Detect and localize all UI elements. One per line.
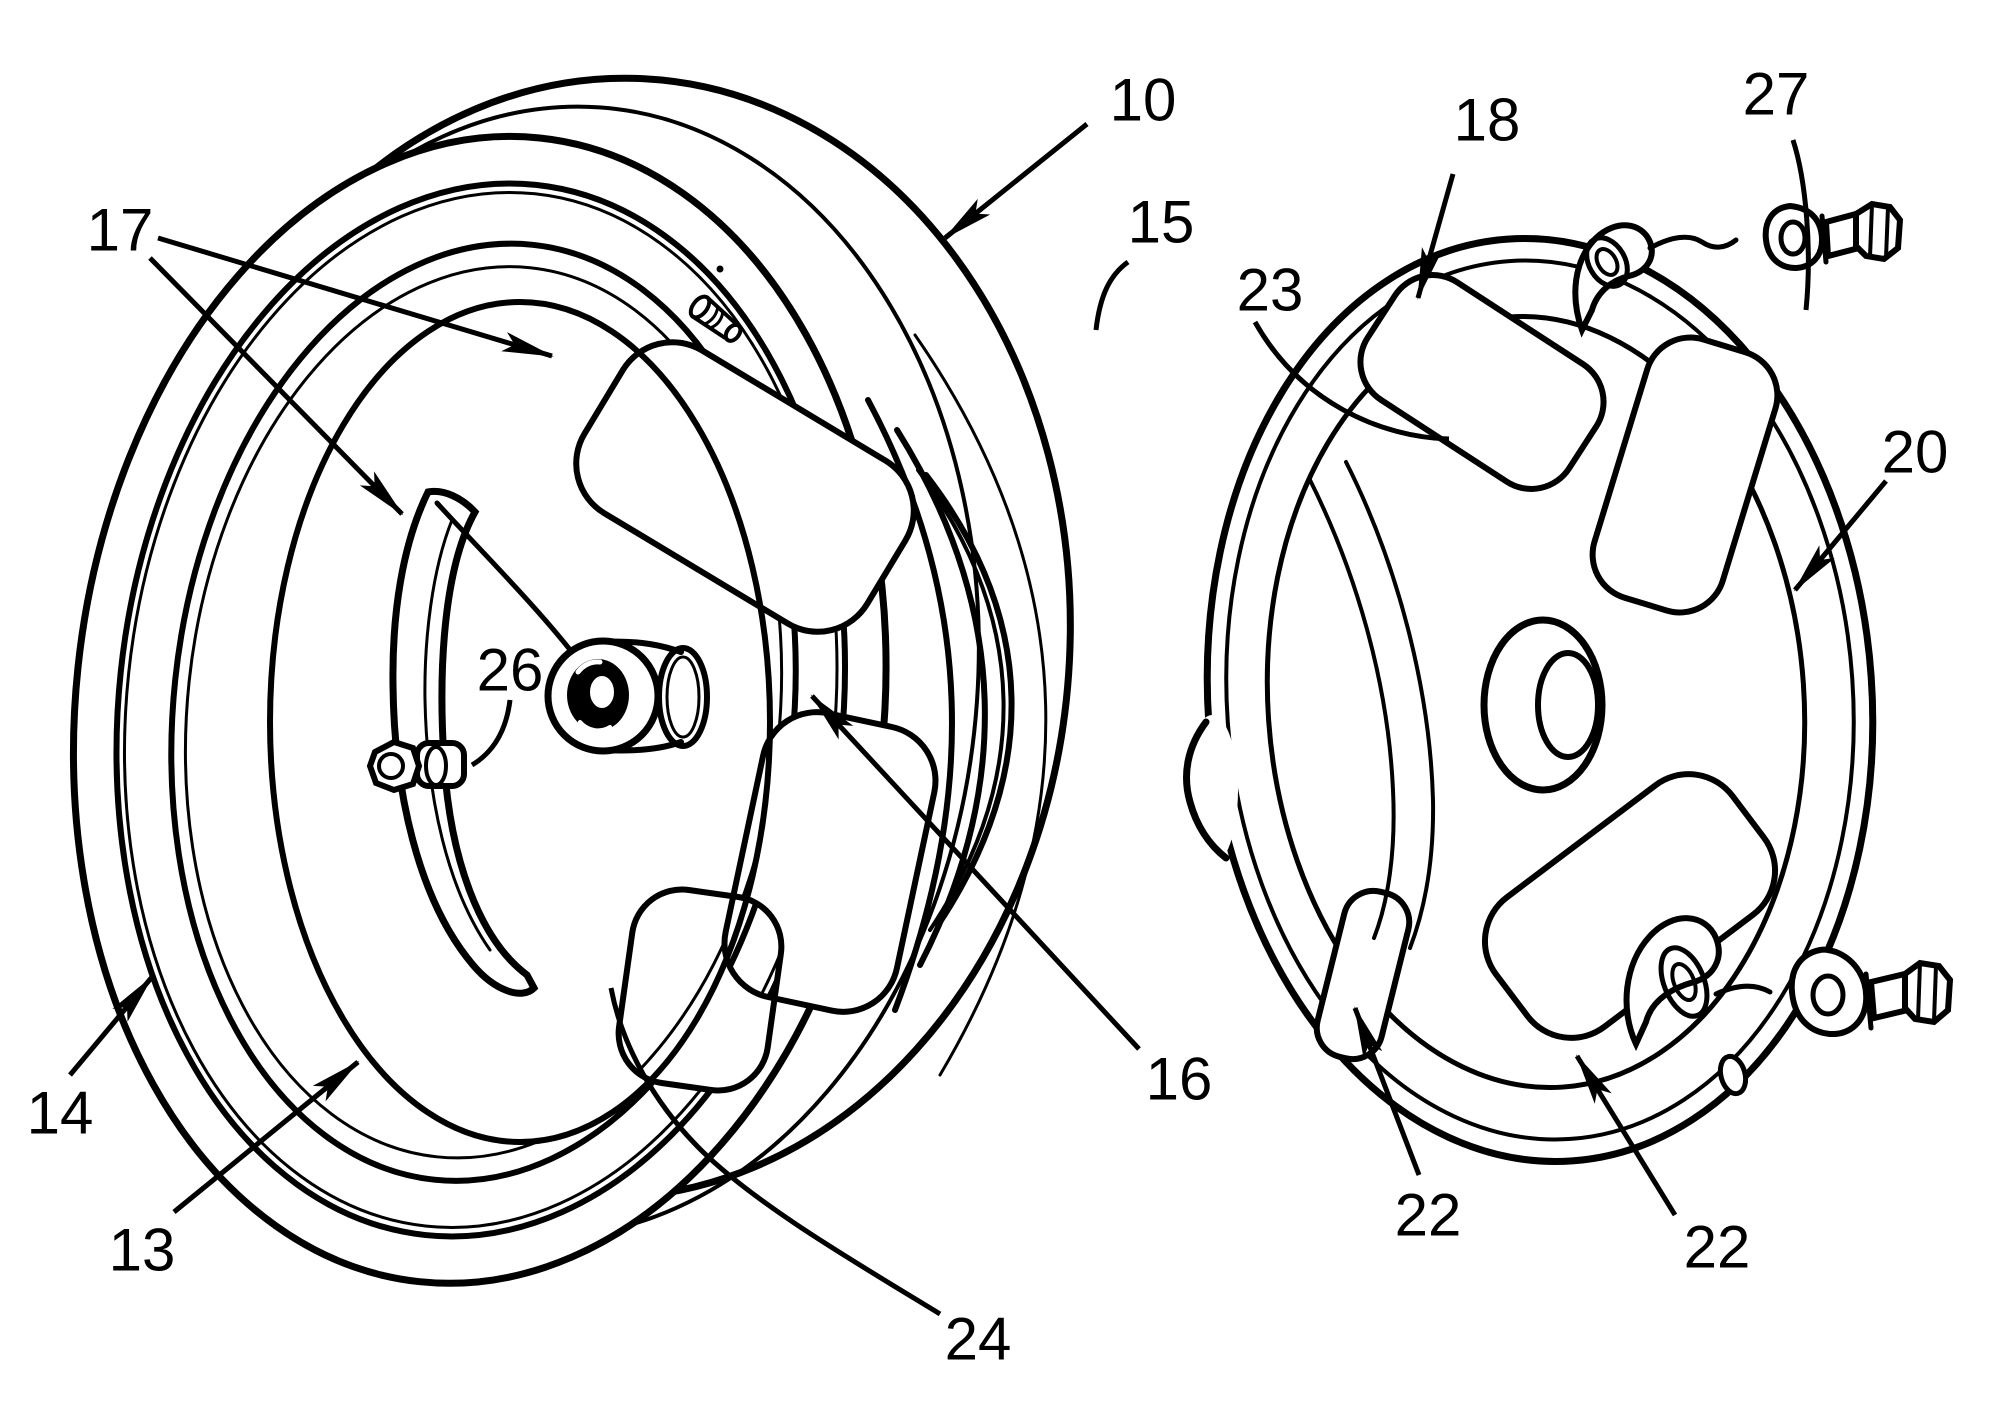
cover-bolt-top — [1762, 200, 1904, 272]
bearing-highlight-top — [575, 659, 603, 675]
callout-17-2: 17 — [87, 197, 154, 264]
callout-16-6: 16 — [1146, 1046, 1213, 1113]
leader-arrow-22-0 — [1574, 1054, 1678, 1217]
axle-bolt-face — [377, 752, 405, 780]
clip-link-bottom — [1713, 983, 1773, 997]
cover-spoke-crease-1 — [1308, 478, 1396, 940]
cover-spoke-crease-2 — [1344, 460, 1436, 950]
hub-assembly — [544, 637, 710, 755]
leader-arrow-17-0 — [157, 235, 554, 359]
valve-stem — [688, 294, 743, 343]
cover-window-upper-left — [1357, 272, 1607, 492]
callout-20-11: 20 — [1882, 419, 1949, 486]
leader-arrow-18-0 — [1415, 173, 1456, 300]
callout-18-8: 18 — [1454, 87, 1521, 154]
bearing-bore — [586, 672, 618, 712]
bolt-bracket-hole-top — [1778, 219, 1808, 257]
callout-26-3: 26 — [477, 637, 544, 704]
clip-grommet-bottom-inner — [1670, 961, 1698, 1003]
cover-window-right — [1589, 334, 1781, 616]
cover-window-bottom — [1481, 771, 1779, 1041]
bolt-bracket-hole-bottom — [1810, 973, 1846, 1017]
spoke-edge-line — [434, 500, 581, 663]
callout-22-13: 22 — [1684, 1214, 1751, 1281]
leader-arrow-14-0 — [68, 975, 154, 1077]
leader-arrow-16-0 — [810, 694, 1141, 1051]
bolt-washer-bottom — [1863, 971, 1874, 1031]
cover-clip-bottom — [1623, 915, 1773, 1097]
wheel-cover-assembly — [1183, 200, 1954, 1165]
small-dot — [716, 265, 724, 273]
leader-curve-15-0 — [1093, 259, 1130, 331]
clip-grommet-top-inner — [1594, 247, 1620, 277]
clip-ear-top — [1572, 222, 1655, 338]
cover-window-lower-left — [1313, 887, 1413, 1063]
hub-cap-ring-inner — [665, 655, 701, 739]
wheel-assembly — [69, 74, 1074, 1287]
callout-24-7: 24 — [945, 1306, 1012, 1373]
leader-arrow-22-0 — [1352, 1006, 1422, 1176]
leader-arrow-17-1 — [148, 256, 404, 516]
clip-grommet-top-outer — [1584, 235, 1630, 289]
clip-hook-tip — [1717, 1053, 1749, 1097]
leader-curve-26-0 — [470, 699, 513, 768]
callout-13-5: 13 — [109, 1217, 176, 1284]
cover-clip-top — [1572, 222, 1739, 338]
bolt-hex-facets-bottom — [1916, 961, 1938, 1023]
callout-22-12: 22 — [1395, 1182, 1462, 1249]
cover-edge-notch — [1183, 718, 1230, 862]
callout-23-10: 23 — [1237, 257, 1304, 324]
leader-curve-27-0 — [1790, 139, 1811, 311]
bearing-highlight-bottom — [578, 720, 612, 733]
cover-hub-inner — [1535, 650, 1601, 760]
leader-arrow-10-0 — [943, 122, 1089, 240]
leader-curve-24-0 — [608, 987, 942, 1317]
callout-10-0: 10 — [1110, 67, 1177, 134]
callouts-layer: 10 15 17 26 14 13 16 24 18 27 23 20 22 22 — [27, 61, 1949, 1373]
support-disc-inner-line — [423, 518, 492, 952]
bolt-hex-facets-top — [1868, 202, 1890, 260]
callout-15-1: 15 — [1128, 189, 1195, 256]
clip-grommet-bottom-outer — [1658, 945, 1710, 1019]
bolt-hex-head-bottom — [1902, 959, 1954, 1026]
leader-arrow-20-0 — [1793, 479, 1888, 592]
bolt-hex-head-top — [1853, 200, 1904, 263]
leader-arrow-13-0 — [172, 1060, 360, 1214]
cover-rim-ring — [1224, 258, 1856, 1142]
axle-bolt-boss-bore — [424, 745, 448, 787]
callout-27-9: 27 — [1743, 61, 1810, 128]
leader-curve-23-0 — [1252, 320, 1450, 442]
clip-link-top — [1647, 234, 1739, 251]
callout-14-4: 14 — [27, 1080, 94, 1147]
axle-bolt-hex-head — [366, 738, 423, 794]
axle-bolt — [366, 738, 467, 794]
cover-bolt-bottom — [1788, 946, 1954, 1038]
